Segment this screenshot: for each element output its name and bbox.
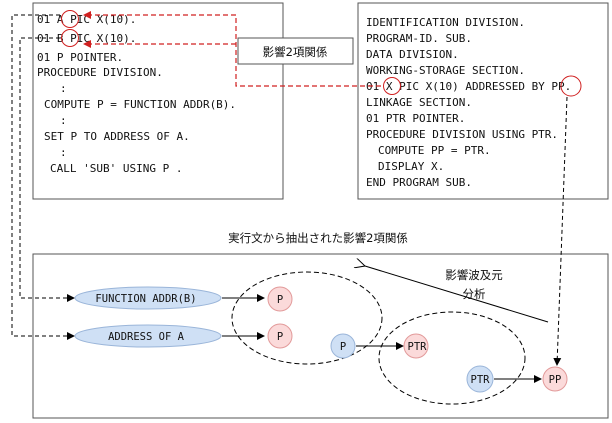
sub-code: IDENTIFICATION DIVISION. PROGRAM-ID. SUB… xyxy=(366,16,571,189)
caller-line-5: COMPUTE P = FUNCTION ADDR(B). xyxy=(44,98,236,111)
sub-line-2: DATA DIVISION. xyxy=(366,48,459,61)
analysis-label-line-2: 分析 xyxy=(463,287,486,301)
node-p-source-label: P xyxy=(340,341,346,353)
sub-line-6: 01 PTR POINTER. xyxy=(366,112,465,125)
sub-line-1: PROGRAM-ID. SUB. xyxy=(366,32,472,45)
node-ptr-source xyxy=(466,365,494,393)
variable-pp-highlight xyxy=(560,75,582,97)
group-ellipse-right xyxy=(378,311,526,405)
sub-program-box xyxy=(357,2,609,200)
sub-line-5: LINKAGE SECTION. xyxy=(366,96,472,109)
caller-program-box xyxy=(32,2,284,200)
node-p-source xyxy=(330,333,356,359)
sub-line-7: PROCEDURE DIVISION USING PTR. xyxy=(366,128,558,141)
node-function-addr-label: FUNCTION ADDR(B) xyxy=(95,293,196,305)
caller-line-2: 01 P POINTER. xyxy=(37,51,123,64)
node-address-of-a xyxy=(74,324,222,348)
variable-b-highlight xyxy=(61,29,79,47)
sub-line-10: END PROGRAM SUB. xyxy=(366,176,472,189)
sub-line-3: WORKING-STORAGE SECTION. xyxy=(366,64,525,77)
node-p-1 xyxy=(267,286,293,312)
black-dashed-links xyxy=(11,14,568,366)
x-to-a-arrow xyxy=(83,11,381,87)
node-ptr-target xyxy=(403,333,429,359)
node-pp xyxy=(542,366,568,392)
group-ellipse-left xyxy=(231,271,383,365)
pp-down-link xyxy=(553,96,568,366)
sub-line-8: COMPUTE PP = PTR. xyxy=(378,144,491,157)
sub-line-4: 01 X PIC X(10) ADDRESSED BY PP. xyxy=(366,80,571,93)
caller-line-7: SET P TO ADDRESS OF A. xyxy=(44,130,190,143)
caller-line-4: : xyxy=(60,82,67,95)
caller-line-9: CALL 'SUB' USING P . xyxy=(50,162,182,175)
relation-label-box xyxy=(237,37,354,65)
a-to-address-link xyxy=(11,14,75,340)
node-p-2 xyxy=(267,323,293,349)
red-relation-arrows xyxy=(83,11,381,87)
caller-line-3: PROCEDURE DIVISION. xyxy=(37,66,163,79)
node-address-of-a-label: ADDRESS OF A xyxy=(108,331,185,343)
caller-line-8: : xyxy=(60,146,67,159)
analysis-direction-arrow xyxy=(365,266,549,323)
caller-line-6: : xyxy=(60,114,67,127)
relation-label: 影響2項関係 xyxy=(263,45,328,59)
node-pp-label: PP xyxy=(549,374,562,386)
variable-x-highlight xyxy=(383,77,401,95)
node-ptr-target-label: PTR xyxy=(408,341,428,353)
b-to-func-addr-link xyxy=(19,37,75,302)
node-ptr-source-label: PTR xyxy=(471,374,491,386)
variable-a-highlight xyxy=(61,10,79,28)
node-function-addr xyxy=(74,286,222,310)
node-p-2-label: P xyxy=(277,331,283,343)
bottom-title: 実行文から抽出された影響2項関係 xyxy=(228,231,408,245)
node-p-1-label: P xyxy=(277,294,283,306)
sub-line-9: DISPLAY X. xyxy=(378,160,444,173)
analysis-label-line-1: 影響波及元 xyxy=(445,268,503,282)
sub-line-0: IDENTIFICATION DIVISION. xyxy=(366,16,525,29)
